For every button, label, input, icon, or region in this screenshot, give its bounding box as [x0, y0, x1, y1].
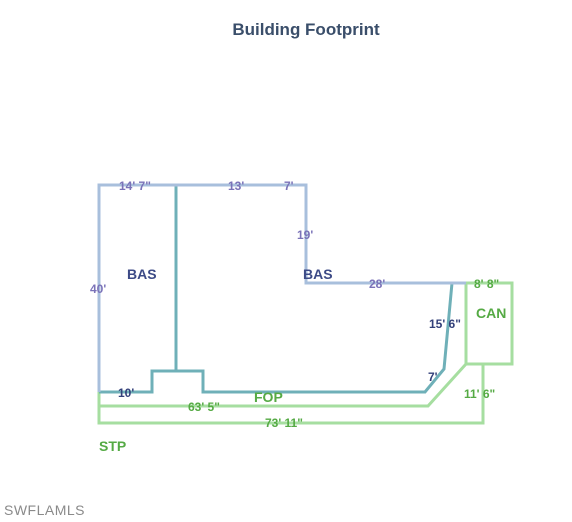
area-label-fop: FOP	[254, 389, 283, 405]
fop-outline	[99, 282, 454, 394]
dim-bas-right-bottom: 28'	[369, 277, 385, 291]
dim-top-left: 14' 7"	[119, 179, 151, 193]
dim-stp-bottom: 73' 11"	[265, 416, 303, 430]
can-outline	[464, 281, 514, 366]
dim-step-down: 19'	[297, 228, 313, 242]
dim-bottom-left: 10'	[118, 386, 134, 400]
stp-inner-line	[99, 362, 468, 408]
dim-diagonal: 15' 6"	[429, 317, 461, 331]
dim-can-top: 8' 8"	[474, 277, 499, 291]
dim-small-diagonal: 7'	[428, 370, 438, 384]
bas-outline	[97, 183, 466, 392]
page-title: Building Footprint	[232, 20, 380, 39]
area-label-stp: STP	[99, 438, 126, 454]
dim-top-right: 7'	[284, 179, 294, 193]
dim-fop-bottom: 63' 5"	[188, 400, 220, 414]
dim-left-side: 40'	[90, 282, 106, 296]
watermark: SWFLAMLS	[4, 502, 86, 518]
area-label-can: CAN	[476, 305, 506, 321]
dim-can-side: 11' 6"	[464, 387, 495, 401]
dim-top-middle: 13'	[228, 179, 244, 193]
area-label-bas-left: BAS	[127, 266, 157, 282]
area-label-bas-right: BAS	[303, 266, 333, 282]
